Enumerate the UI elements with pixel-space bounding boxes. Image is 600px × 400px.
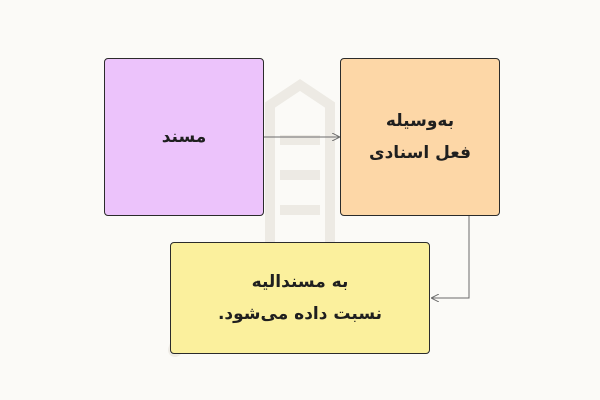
node-fel-esnadi: به‌وسیله فعل اسنادی (340, 58, 500, 216)
node-musnad-label: مسند (161, 127, 207, 147)
node-musnad: مسند (104, 58, 264, 216)
node-fel-esnadi-label: به‌وسیله فعل اسنادی (369, 111, 471, 163)
node-musnadileh-label: به مسندالیه نسبت داده می‌شود. (217, 272, 383, 324)
node-musnadileh: به مسندالیه نسبت داده می‌شود. (170, 242, 430, 354)
arrow-fel-to-musnadileh (432, 216, 470, 298)
